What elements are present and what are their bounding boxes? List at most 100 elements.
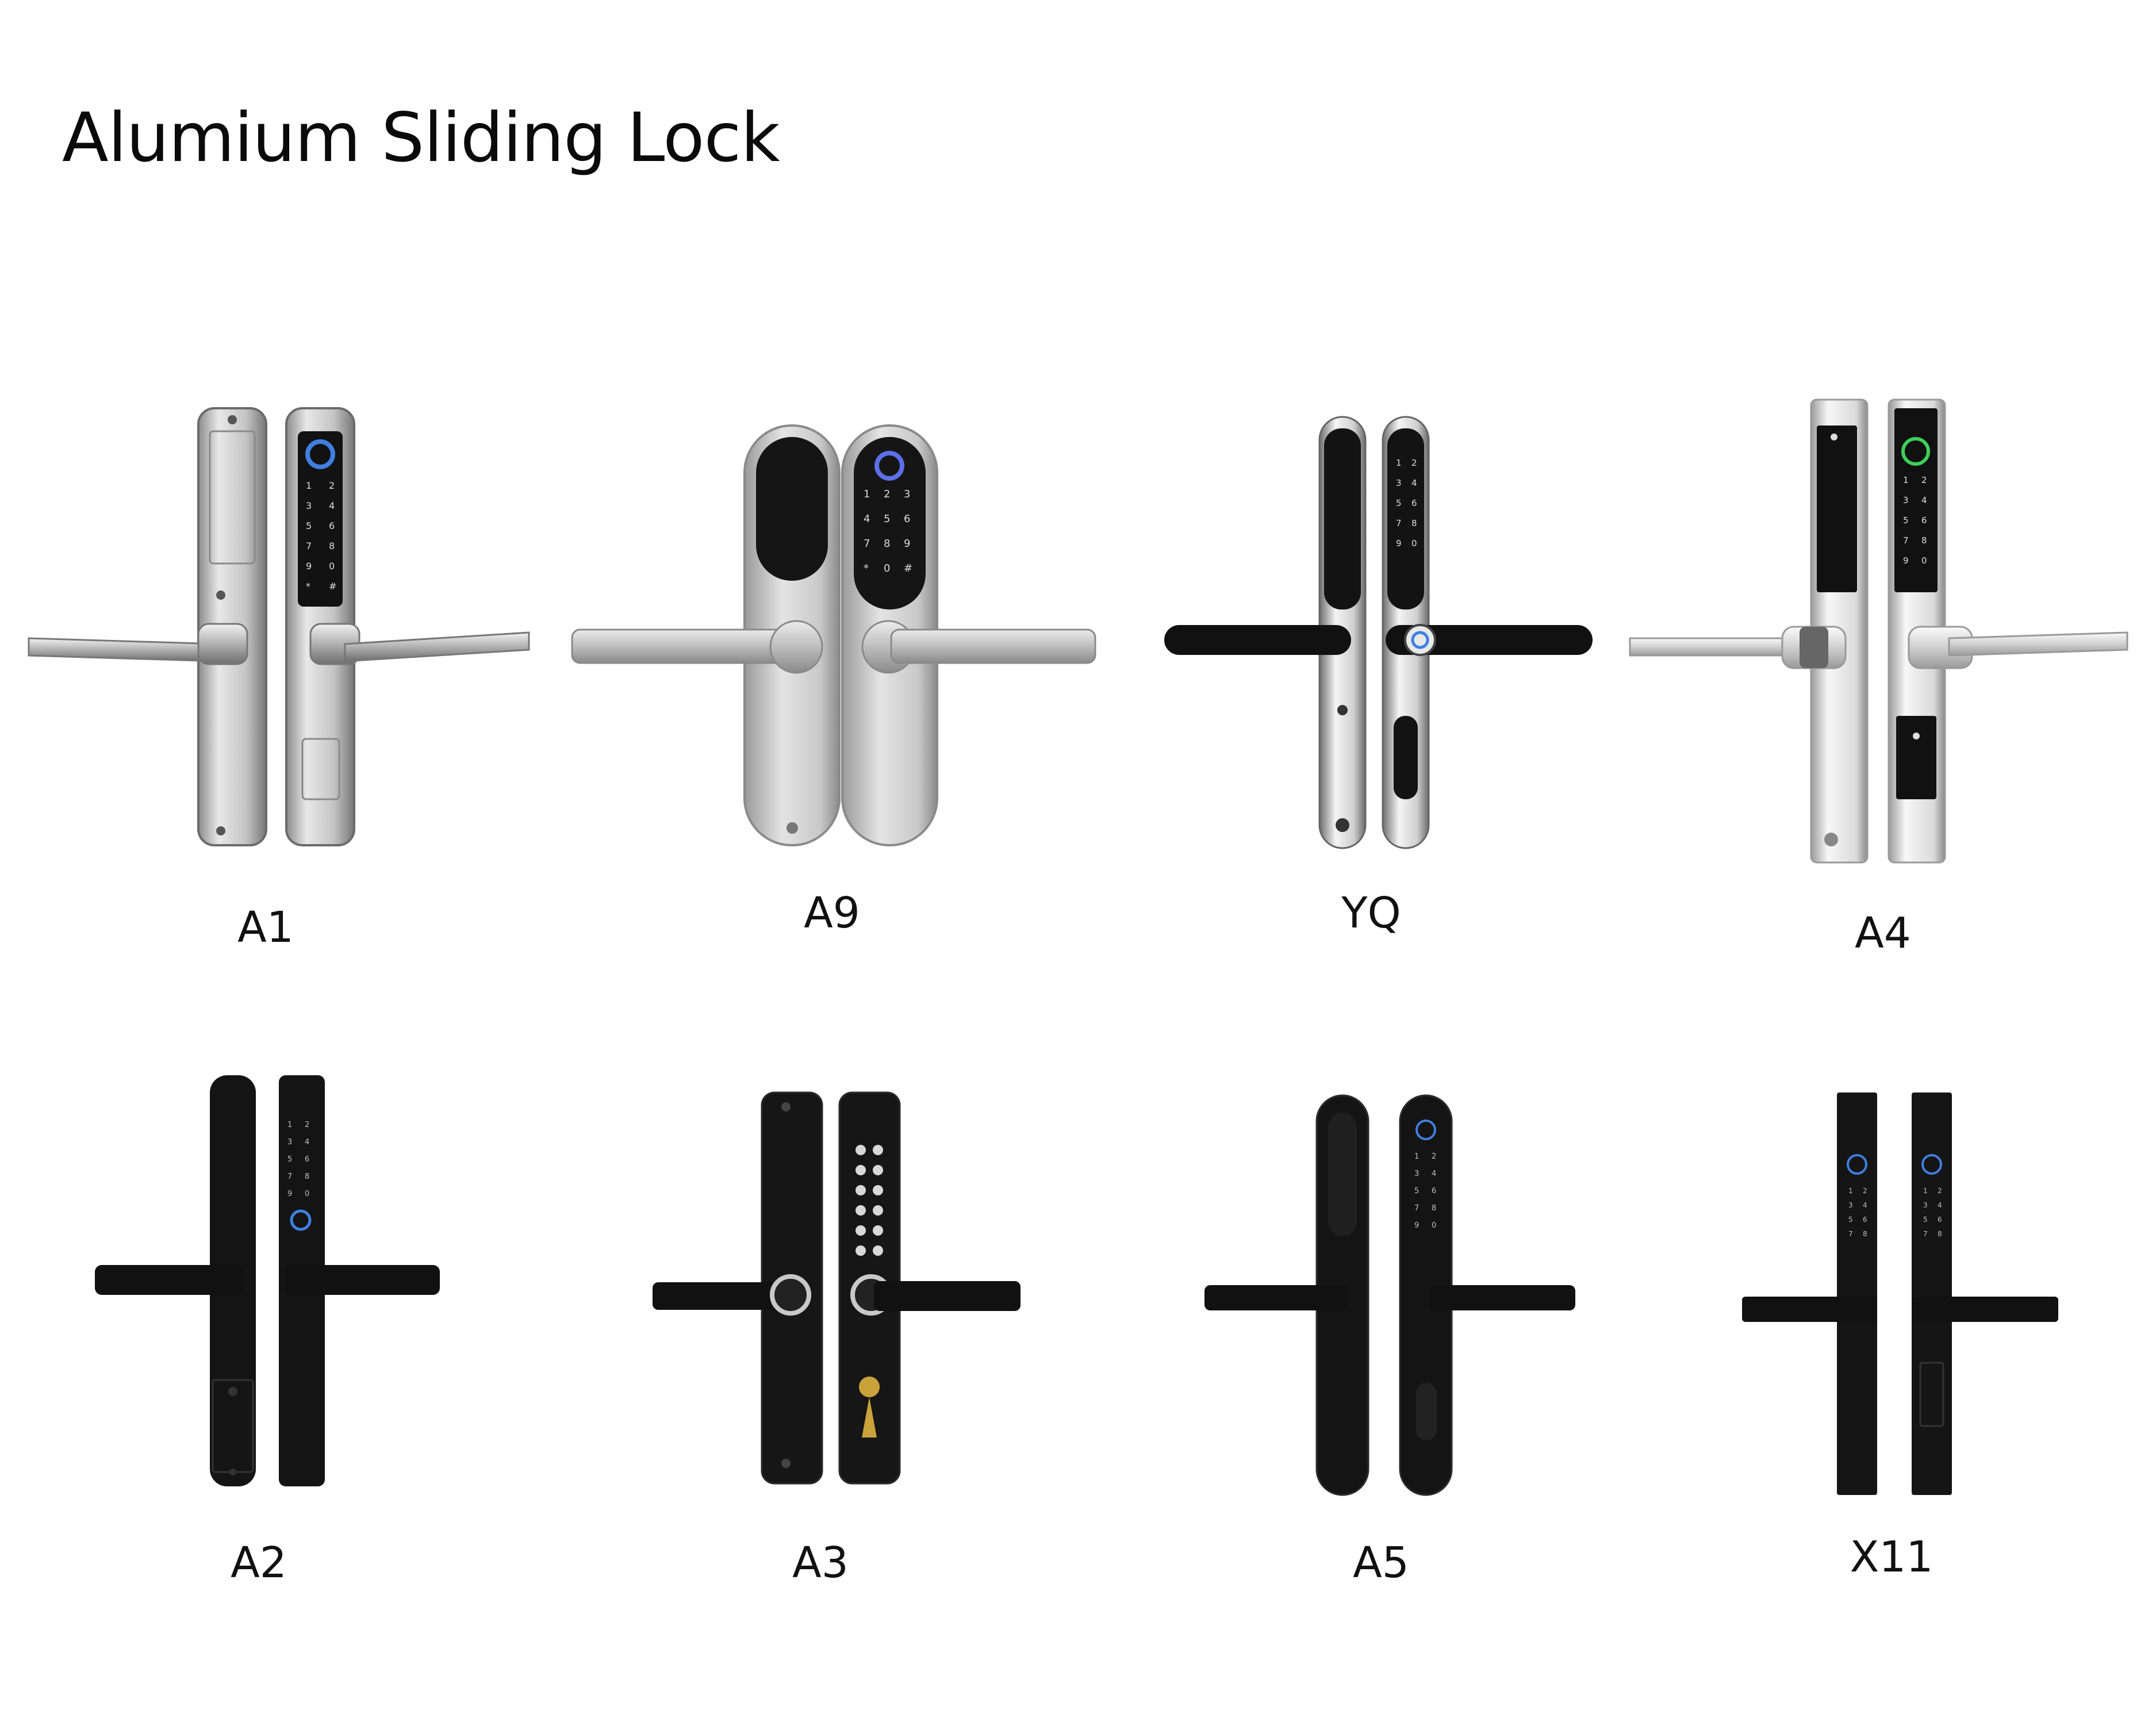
product-label-x11: X11	[1850, 1532, 1934, 1582]
svg-text:1: 1	[1903, 475, 1909, 485]
svg-text:9: 9	[306, 561, 312, 572]
svg-text:4: 4	[864, 513, 870, 525]
svg-text:6: 6	[1432, 1187, 1436, 1195]
product-label-yq: YQ	[1341, 888, 1401, 938]
svg-text:6: 6	[1921, 515, 1927, 526]
svg-text:6: 6	[1863, 1216, 1867, 1224]
svg-text:0: 0	[305, 1190, 309, 1198]
svg-text:6: 6	[329, 520, 335, 531]
svg-text:4: 4	[1921, 495, 1927, 505]
svg-text:2: 2	[305, 1121, 309, 1129]
svg-text:0: 0	[1432, 1221, 1436, 1230]
svg-text:1: 1	[864, 488, 870, 500]
svg-text:3: 3	[287, 1138, 292, 1147]
svg-text:8: 8	[1411, 518, 1417, 528]
svg-text:2: 2	[329, 480, 335, 491]
svg-text:1: 1	[287, 1121, 292, 1129]
svg-text:2: 2	[884, 488, 890, 500]
product-label-a4: A4	[1855, 908, 1911, 958]
svg-text:8: 8	[1432, 1204, 1436, 1213]
svg-text:5: 5	[1923, 1216, 1928, 1224]
svg-text:4: 4	[329, 500, 335, 511]
product-a1[interactable]: 1 2 3 4 5 6 7 8 9 0 * #	[23, 402, 535, 862]
svg-text:3: 3	[1848, 1201, 1853, 1209]
svg-text:8: 8	[1938, 1230, 1942, 1238]
svg-text:7: 7	[1414, 1204, 1419, 1213]
svg-text:9: 9	[1396, 538, 1402, 549]
svg-text:#: #	[329, 581, 336, 592]
svg-text:4: 4	[1863, 1201, 1867, 1209]
svg-text:8: 8	[305, 1172, 309, 1181]
svg-text:5: 5	[884, 513, 890, 525]
svg-text:#: #	[904, 562, 912, 574]
svg-text:9: 9	[287, 1190, 292, 1198]
svg-text:7: 7	[287, 1172, 292, 1181]
svg-text:8: 8	[329, 540, 335, 551]
svg-text:5: 5	[1396, 498, 1402, 508]
svg-text:7: 7	[1396, 518, 1402, 528]
svg-text:8: 8	[1863, 1230, 1867, 1238]
product-label-a2: A2	[231, 1538, 287, 1588]
svg-text:6: 6	[305, 1155, 309, 1164]
product-label-a9: A9	[804, 888, 860, 938]
keypad-cylinder-lock-icon	[653, 1091, 1021, 1485]
svg-text:6: 6	[1938, 1216, 1942, 1224]
svg-text:4: 4	[305, 1138, 309, 1147]
svg-text:0: 0	[1921, 555, 1927, 566]
svg-text:9: 9	[904, 538, 910, 550]
svg-text:*: *	[864, 562, 869, 574]
svg-text:3: 3	[1396, 478, 1402, 488]
svg-text:0: 0	[329, 561, 335, 572]
svg-text:7: 7	[1903, 535, 1909, 546]
fingerprint-keypad-lock-icon: 1 2 3 4 5 6 7 8 9 0 * #	[28, 407, 530, 846]
product-a2[interactable]: 1 2 3 4 5 6 7 8 9 0	[92, 1070, 443, 1492]
svg-text:5: 5	[1848, 1216, 1853, 1224]
svg-text:7: 7	[1848, 1230, 1853, 1238]
svg-text:7: 7	[864, 538, 870, 550]
svg-text:3: 3	[904, 488, 910, 500]
svg-text:2: 2	[1411, 458, 1417, 468]
fingerprint-keypad-card-lock-icon: 1 2 3 4 5 6 7 8 9 0	[1629, 398, 2128, 864]
svg-text:1: 1	[1414, 1152, 1419, 1161]
svg-text:5: 5	[287, 1155, 292, 1164]
svg-text:3: 3	[1923, 1201, 1928, 1209]
svg-text:0: 0	[1411, 538, 1417, 549]
fingerprint-keypad-lock-icon: 1 2 3 4 5 6 7 8 9 0	[95, 1075, 440, 1486]
product-label-a1: A1	[237, 903, 294, 952]
svg-text:5: 5	[1903, 515, 1909, 526]
svg-text:6: 6	[904, 513, 910, 525]
svg-text:8: 8	[1921, 535, 1927, 546]
svg-text:1: 1	[1923, 1187, 1928, 1195]
svg-text:1: 1	[306, 480, 312, 491]
svg-text:2: 2	[1921, 475, 1927, 485]
fingerprint-keypad-lock-icon: 1 2 3 4 5 6 7 8 1 2 3 4 5 6 7 8	[1742, 1092, 2058, 1495]
svg-text:3: 3	[306, 500, 312, 511]
svg-text:*: *	[306, 581, 310, 592]
svg-text:3: 3	[1414, 1170, 1419, 1178]
svg-text:4: 4	[1938, 1201, 1942, 1209]
svg-text:9: 9	[1414, 1221, 1419, 1230]
svg-text:4: 4	[1411, 478, 1417, 488]
product-label-a5: A5	[1353, 1538, 1409, 1588]
svg-text:9: 9	[1903, 555, 1909, 566]
svg-text:2: 2	[1863, 1187, 1867, 1195]
svg-text:6: 6	[1411, 498, 1417, 508]
product-a4[interactable]: 1 2 3 4 5 6 7 8 9 0	[1627, 397, 2133, 865]
svg-text:7: 7	[1923, 1230, 1928, 1238]
svg-text:1: 1	[1848, 1187, 1853, 1195]
svg-text:1: 1	[1396, 458, 1402, 468]
svg-text:5: 5	[306, 520, 312, 531]
svg-text:0: 0	[884, 562, 890, 574]
svg-text:3: 3	[1903, 495, 1909, 505]
product-a3[interactable]	[650, 1087, 1023, 1489]
product-x11[interactable]: 1 2 3 4 5 6 7 8 1 2 3 4 5 6 7 8	[1736, 1087, 2064, 1501]
svg-text:7: 7	[306, 540, 312, 551]
svg-text:4: 4	[1432, 1170, 1436, 1178]
svg-text:2: 2	[1938, 1187, 1942, 1195]
